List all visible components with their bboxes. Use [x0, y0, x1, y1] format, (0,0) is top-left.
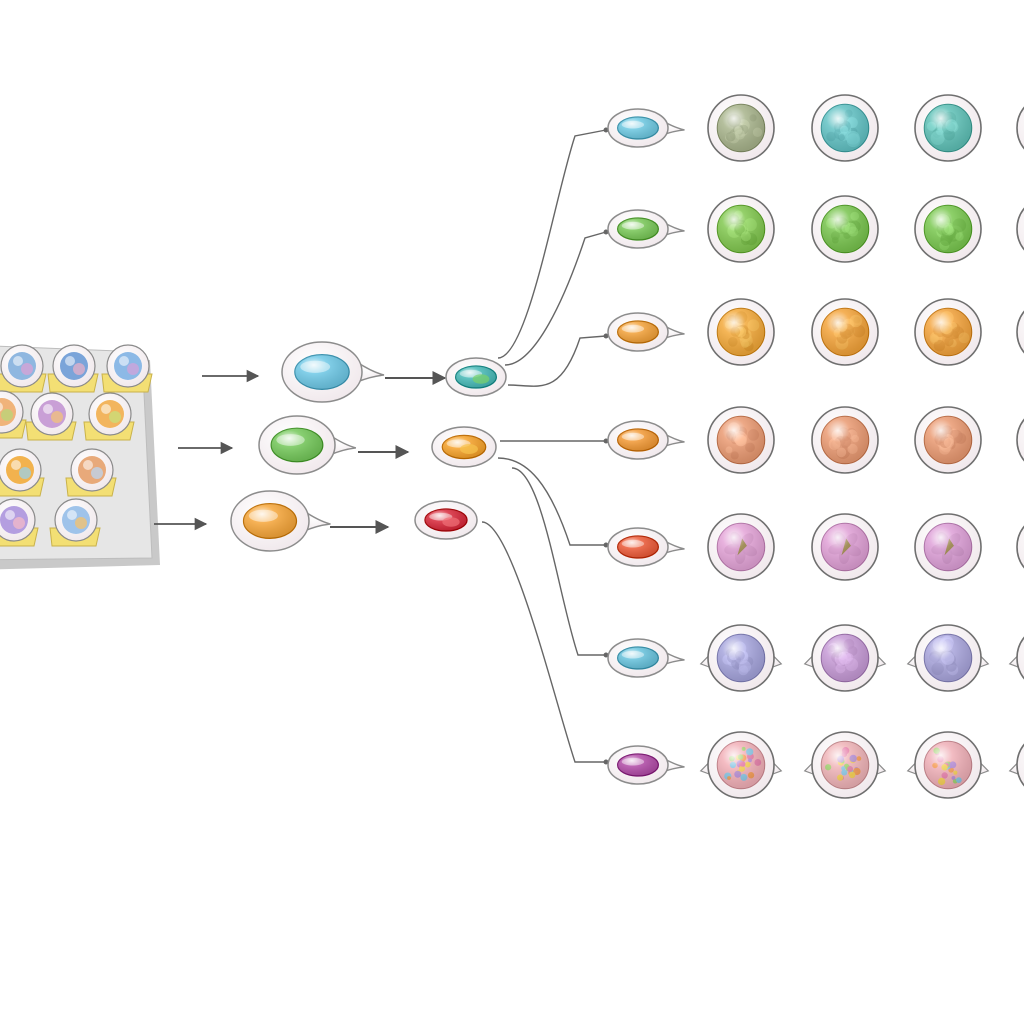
lineage-precursor-cell — [607, 312, 685, 352]
tray-well — [25, 392, 77, 441]
mature-cell — [699, 731, 783, 799]
lineage-precursor-cell — [607, 527, 685, 567]
mature-cell — [1008, 636, 1024, 680]
lineage-precursor-cell — [607, 209, 685, 249]
lineage-connector — [507, 333, 609, 387]
lineage-connector — [497, 457, 609, 548]
tray-well — [0, 498, 39, 547]
mature-cell — [906, 624, 990, 692]
mature-cell — [707, 298, 775, 366]
lineage-row — [607, 406, 1024, 474]
mature-cell — [914, 513, 982, 581]
intermediate-cell — [414, 500, 478, 540]
mature-cell — [906, 731, 990, 799]
lineage-row — [607, 298, 1024, 366]
mature-cell — [1016, 207, 1024, 251]
tray-well — [65, 448, 117, 497]
mature-cell — [1016, 106, 1024, 150]
mature-cell — [811, 298, 879, 366]
mature-cell — [914, 195, 982, 263]
mature-cell — [811, 406, 879, 474]
mature-cell — [914, 94, 982, 162]
mature-cell — [914, 406, 982, 474]
lineage-precursor-cell — [607, 420, 685, 460]
lineage-connector — [504, 229, 609, 366]
tray-well — [0, 390, 27, 439]
mature-cell — [707, 406, 775, 474]
tray-well — [49, 498, 101, 547]
mature-cell — [707, 94, 775, 162]
progenitor-cell — [230, 490, 331, 552]
mature-cell — [803, 731, 887, 799]
mature-cell — [811, 94, 879, 162]
mature-cell — [811, 513, 879, 581]
source-tray — [0, 344, 160, 570]
lineage-connector — [497, 127, 609, 359]
tray-well — [83, 392, 135, 441]
mature-cell — [1008, 743, 1024, 787]
mature-cell — [1016, 418, 1024, 462]
intermediate-cell — [445, 357, 507, 397]
tray-well — [0, 344, 47, 393]
intermediate-cell — [431, 426, 497, 468]
mature-cell — [707, 195, 775, 263]
lineage-row — [607, 624, 1024, 692]
mature-cell — [803, 624, 887, 692]
mature-cell — [914, 298, 982, 366]
tray-well — [0, 448, 45, 497]
lineage-connector — [481, 521, 609, 765]
cell-layer — [230, 94, 1024, 799]
progenitor-cell — [281, 341, 385, 403]
tray-well — [101, 344, 153, 393]
mature-cell — [1016, 525, 1024, 569]
lineage-row — [607, 195, 1024, 263]
mature-cell — [707, 513, 775, 581]
lineage-connector — [511, 467, 609, 658]
lineage-precursor-cell — [607, 638, 685, 678]
lineage-row — [607, 513, 1024, 581]
progenitor-cell — [258, 415, 357, 475]
tray-well — [47, 344, 99, 393]
mature-cell — [699, 624, 783, 692]
lineage-row — [607, 94, 1024, 162]
lineage-connectors — [154, 127, 609, 765]
mature-cell — [1016, 310, 1024, 354]
lineage-precursor-cell — [607, 745, 685, 785]
lineage-row — [607, 731, 1024, 799]
mature-cell — [811, 195, 879, 263]
lineage-precursor-cell — [607, 108, 685, 148]
